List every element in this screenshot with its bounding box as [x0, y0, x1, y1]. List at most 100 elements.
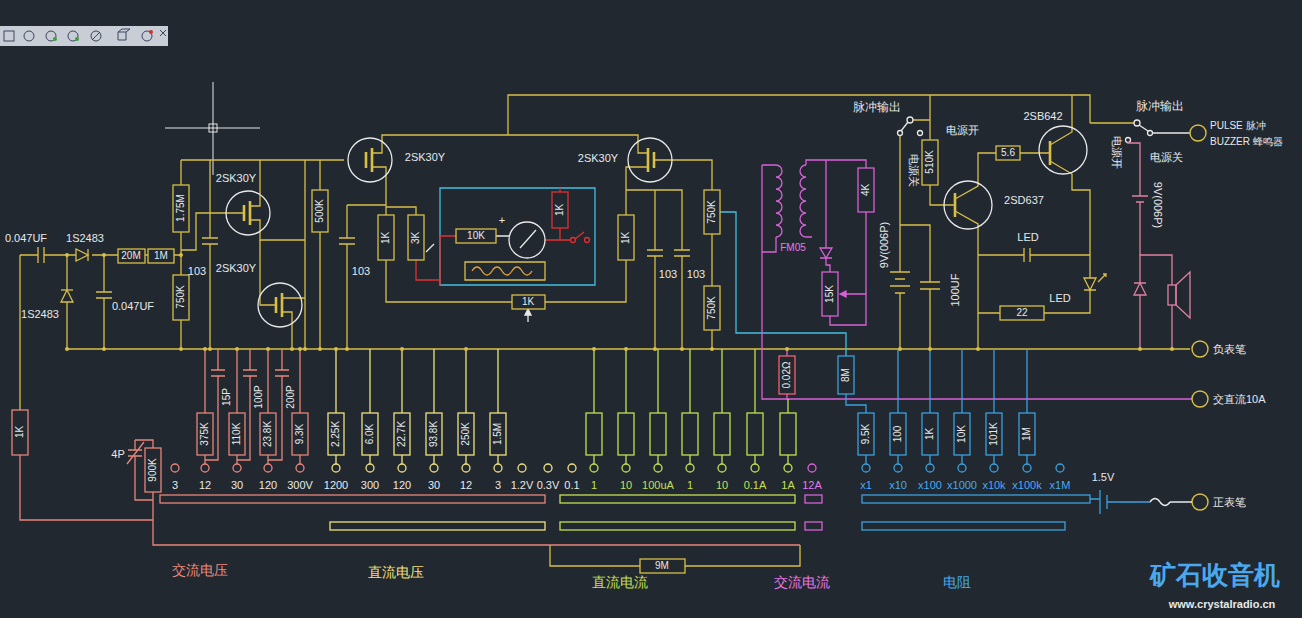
component-label: 15K — [825, 285, 835, 303]
component-label: 电源关 — [1150, 152, 1183, 163]
component-label: 10 — [620, 480, 632, 491]
component-label: 10K — [467, 231, 485, 241]
magenta-wiring — [762, 160, 1192, 399]
component-label: 93.8K — [429, 421, 439, 447]
component-label: x10k — [982, 480, 1005, 491]
transistor-symbol — [226, 126, 1087, 327]
component-label: BUZZER 蜂鸣器 — [1210, 137, 1283, 147]
component-label: 0.1 — [564, 480, 579, 491]
component-label: 9V(006P) — [879, 222, 890, 268]
component-label: 1M — [1022, 427, 1032, 441]
component-label: 300V — [287, 480, 313, 491]
component-label: 30 — [428, 480, 440, 491]
component-label: + — [499, 215, 505, 226]
component-label: 2SK30Y — [216, 173, 256, 184]
fuse-symbol — [1150, 499, 1192, 506]
dc-voltage-wiring — [328, 349, 576, 530]
component-label: 20M — [121, 251, 140, 261]
section-title: 直流电流 — [592, 575, 648, 589]
section-title: 交流电压 — [172, 563, 228, 577]
component-label: 200P — [286, 385, 296, 408]
component-label: 23.8K — [263, 421, 273, 447]
component-label: LED — [1017, 232, 1038, 243]
component-label: 0.047UF — [112, 301, 154, 312]
component-label: 电源关 — [908, 154, 919, 187]
component-label: 1K — [15, 426, 25, 438]
component-label: www.crystalradio.cn — [1169, 599, 1276, 610]
component-label: x100 — [918, 480, 942, 491]
component-label: 正表笔 — [1213, 497, 1246, 508]
component-label: 750K — [707, 200, 717, 223]
component-label: 8M — [841, 368, 851, 382]
component-label: x1M — [1050, 480, 1071, 491]
component-label: 1M — [154, 251, 168, 261]
component-label: 1S2483 — [66, 233, 104, 244]
cad-toolbar — [0, 26, 168, 46]
component-label: 500K — [315, 199, 325, 222]
resistor-symbol — [118, 140, 1044, 573]
component-label: 0.3V — [537, 480, 560, 491]
component-label: 1K — [381, 232, 391, 244]
component-label: 4P — [111, 449, 124, 460]
yellow-wiring — [20, 95, 1190, 566]
component-label: 9.3K — [295, 424, 305, 445]
ac-voltage-wiring — [12, 349, 800, 545]
component-label: x10 — [889, 480, 907, 491]
component-label: 9.5K — [861, 424, 871, 445]
component-label: 3 — [495, 480, 501, 491]
component-label: 103 — [188, 266, 206, 277]
component-label: 0.047UF — [5, 233, 47, 244]
component-label: 120 — [259, 480, 277, 491]
component-label: 1.75M — [176, 194, 186, 222]
component-label: 1200 — [324, 480, 348, 491]
component-label: 6.0K — [365, 424, 375, 445]
component-label: 100P — [254, 385, 264, 408]
component-label: 1.5M — [493, 423, 503, 445]
component-label: LED — [1049, 293, 1070, 304]
component-label: PULSE 脉冲 — [1210, 121, 1266, 131]
component-label: 1K — [621, 232, 631, 244]
probe-jack — [1190, 125, 1208, 510]
component-label: 250K — [461, 422, 471, 445]
component-label: 10K — [957, 425, 967, 443]
component-label: 510K — [925, 150, 935, 173]
component-label: 9M — [655, 561, 669, 571]
junction-dot — [65, 253, 1174, 351]
component-label: 100uA — [642, 480, 674, 491]
component-label: 9V(006P) — [1152, 182, 1163, 228]
component-label: 100UF — [950, 273, 961, 306]
component-label: FM05 — [780, 243, 806, 253]
component-label: 100 — [893, 426, 903, 443]
component-label: 电源开 — [1111, 136, 1122, 169]
component-label: 电源开 — [946, 125, 979, 136]
component-label: 101K — [989, 422, 999, 445]
component-label: 1K — [555, 204, 565, 216]
component-label: 2SD637 — [1004, 195, 1044, 206]
red-wiring — [416, 188, 590, 285]
section-title: 交流电流 — [774, 575, 830, 589]
component-label: x1000 — [947, 480, 977, 491]
section-title: 矿石收音机 — [1150, 562, 1280, 588]
cursor-crosshair — [165, 82, 260, 175]
component-label: 22 — [1016, 308, 1027, 318]
buzzer-circuit — [1128, 142, 1190, 349]
component-label: 2.25K — [331, 421, 341, 447]
component-label: 12 — [460, 480, 472, 491]
component-label: 1S2483 — [21, 309, 59, 320]
component-label: 103 — [352, 266, 370, 277]
component-label: 2SK30Y — [216, 263, 256, 274]
dc-current-wiring — [560, 349, 796, 530]
component-label: 110K — [232, 423, 242, 446]
component-label: 1.2V — [511, 480, 534, 491]
component-label: 22.7K — [397, 421, 407, 447]
cyan-wiring — [440, 188, 846, 356]
component-label: 5.6 — [1001, 148, 1015, 158]
component-label: 12 — [199, 480, 211, 491]
meter-symbol — [426, 222, 545, 322]
component-label: 0.1A — [744, 480, 767, 491]
component-label: 1K — [925, 428, 935, 440]
component-label: 1A — [781, 480, 794, 491]
component-label: 103 — [659, 269, 677, 280]
component-label: 900K — [148, 458, 158, 481]
